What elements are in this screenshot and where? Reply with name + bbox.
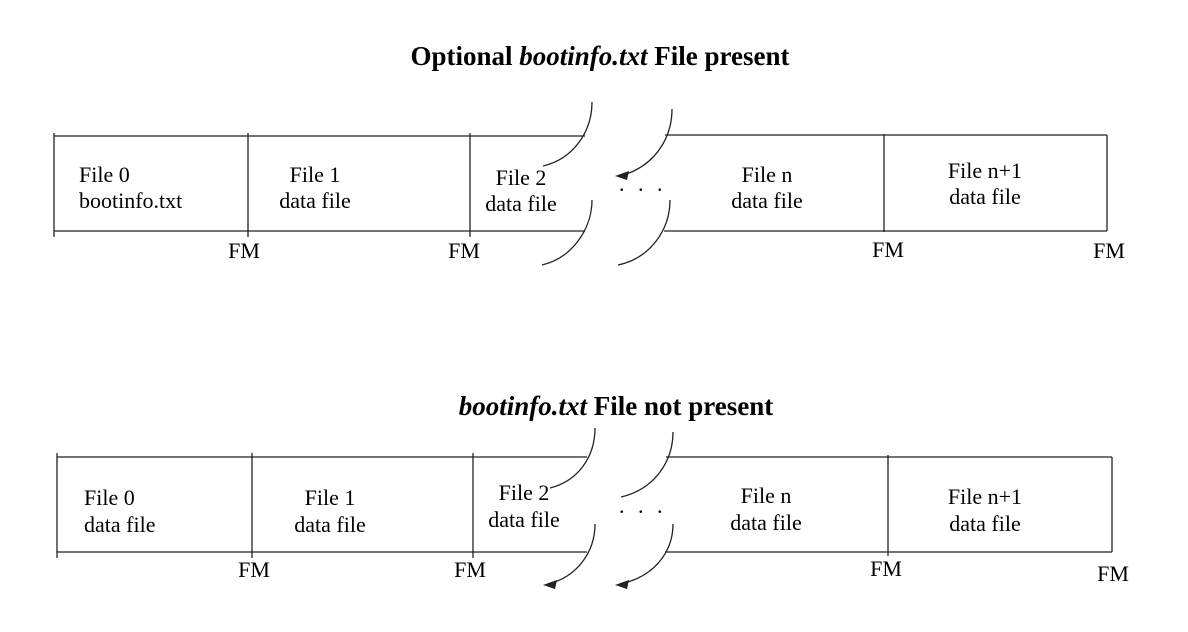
arrowhead-icon <box>615 171 629 180</box>
file-mark-label: FM <box>454 557 486 582</box>
segment-label-file0: File 0 data file <box>84 484 254 538</box>
file-mark-label: FM <box>228 238 260 263</box>
segment-label-filen: File n data file <box>676 482 856 536</box>
tape-outline-not-present <box>56 427 1113 589</box>
break-curve-top-left <box>542 101 593 167</box>
segment-name: File 0 <box>84 485 135 510</box>
file-mark-label: FM <box>1097 561 1129 586</box>
segment-label-file2: File 2 data file <box>434 479 614 533</box>
title-filename-emphasis: bootinfo.txt <box>458 391 588 421</box>
segment-name: File 2 <box>498 480 550 505</box>
break-curve-bottom-right <box>619 523 674 585</box>
title-prefix: Optional <box>410 41 520 71</box>
segment-name: File n+1 <box>947 158 1023 183</box>
segment-label-file0: File 0 bootinfo.txt <box>79 162 249 214</box>
file-mark-label: FM <box>1093 238 1125 263</box>
title-suffix: File present <box>647 41 790 71</box>
segment-type: data file <box>279 188 351 213</box>
segment-label-filen1: File n+1 data file <box>895 483 1075 537</box>
segment-type: data file <box>949 184 1021 209</box>
title-filename-emphasis: bootinfo.txt <box>519 41 648 71</box>
segment-type: data file <box>84 512 156 537</box>
file-mark-label: FM <box>448 238 480 263</box>
segment-label-filen1: File n+1 data file <box>895 158 1075 210</box>
break-ellipsis: . . . <box>619 171 667 196</box>
break-curve-bottom-right <box>617 199 671 266</box>
segment-name: File 1 <box>289 162 341 187</box>
segment-type: data file <box>485 191 557 216</box>
break-ellipsis: . . . <box>619 493 667 518</box>
segment-name: File 0 <box>79 162 130 187</box>
arrowhead-icon <box>615 580 629 589</box>
segment-type: data file <box>949 511 1021 536</box>
segment-type: bootinfo.txt <box>79 188 183 213</box>
segment-type: data file <box>294 512 366 537</box>
segment-type: data file <box>488 507 560 532</box>
file-mark-label: FM <box>238 557 270 582</box>
break-curve-bottom-left <box>547 523 596 585</box>
file-mark-label: FM <box>872 237 904 262</box>
arrowhead-icon <box>543 580 557 589</box>
break-curve-top-left <box>549 427 596 489</box>
diagram-title: bootinfo.txt File not present <box>0 391 1188 421</box>
segment-name: File n <box>741 162 793 187</box>
segment-label-file2: File 2 data file <box>431 165 611 217</box>
segment-label-file1: File 1 data file <box>240 484 420 538</box>
segment-name: File 1 <box>304 485 356 510</box>
title-suffix: File not present <box>587 391 774 421</box>
segment-type: data file <box>730 510 802 535</box>
segment-name: File n+1 <box>947 484 1023 509</box>
break-curve-top-right <box>619 108 673 177</box>
tape-outline-present <box>53 101 1108 266</box>
segment-label-file1: File 1 data file <box>225 162 405 214</box>
file-mark-label: FM <box>870 556 902 581</box>
segment-name: File n <box>740 483 792 508</box>
segment-type: data file <box>731 188 803 213</box>
segment-name: File 2 <box>495 165 547 190</box>
break-curve-top-right <box>620 431 674 498</box>
diagram-title: Optional bootinfo.txt File present <box>0 41 1188 71</box>
break-curve-bottom-left <box>541 199 593 266</box>
segment-label-filen: File n data file <box>677 162 857 214</box>
